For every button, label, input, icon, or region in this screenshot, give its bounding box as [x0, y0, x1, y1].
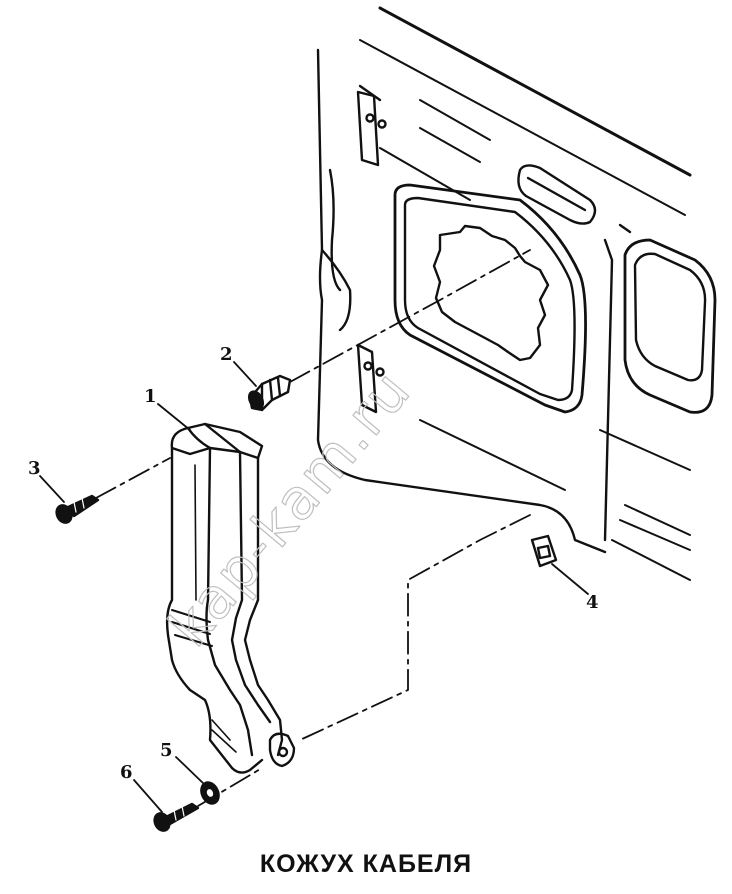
callout-numbers: 1 2 3 4 5 6 — [28, 344, 599, 783]
callout-6: 6 — [120, 762, 133, 783]
cab-rear-panel — [316, 6, 717, 581]
leader-2 — [233, 361, 257, 387]
screw-3 — [55, 494, 100, 524]
clip-nut-4 — [530, 534, 558, 568]
screw-6 — [153, 802, 200, 832]
callout-5: 5 — [160, 740, 173, 761]
callout-1: 1 — [144, 386, 157, 407]
bolt-2 — [247, 374, 292, 412]
diagram-caption: КОЖУХ КАБЕЛЯ — [259, 850, 473, 878]
leader-1 — [157, 403, 191, 431]
assembly-center-lines — [95, 249, 531, 807]
leader-6 — [133, 779, 163, 813]
callout-2: 2 — [220, 344, 233, 365]
leader-4 — [551, 563, 589, 595]
watermark-text: kap-kam.ru — [157, 358, 424, 659]
callout-4: 4 — [586, 592, 599, 613]
leader-lines — [39, 361, 589, 813]
leader-5 — [175, 756, 205, 785]
cable-cover-part — [165, 422, 296, 774]
leader-3 — [39, 475, 65, 503]
callout-3: 3 — [28, 458, 41, 479]
washer-5 — [200, 781, 220, 805]
